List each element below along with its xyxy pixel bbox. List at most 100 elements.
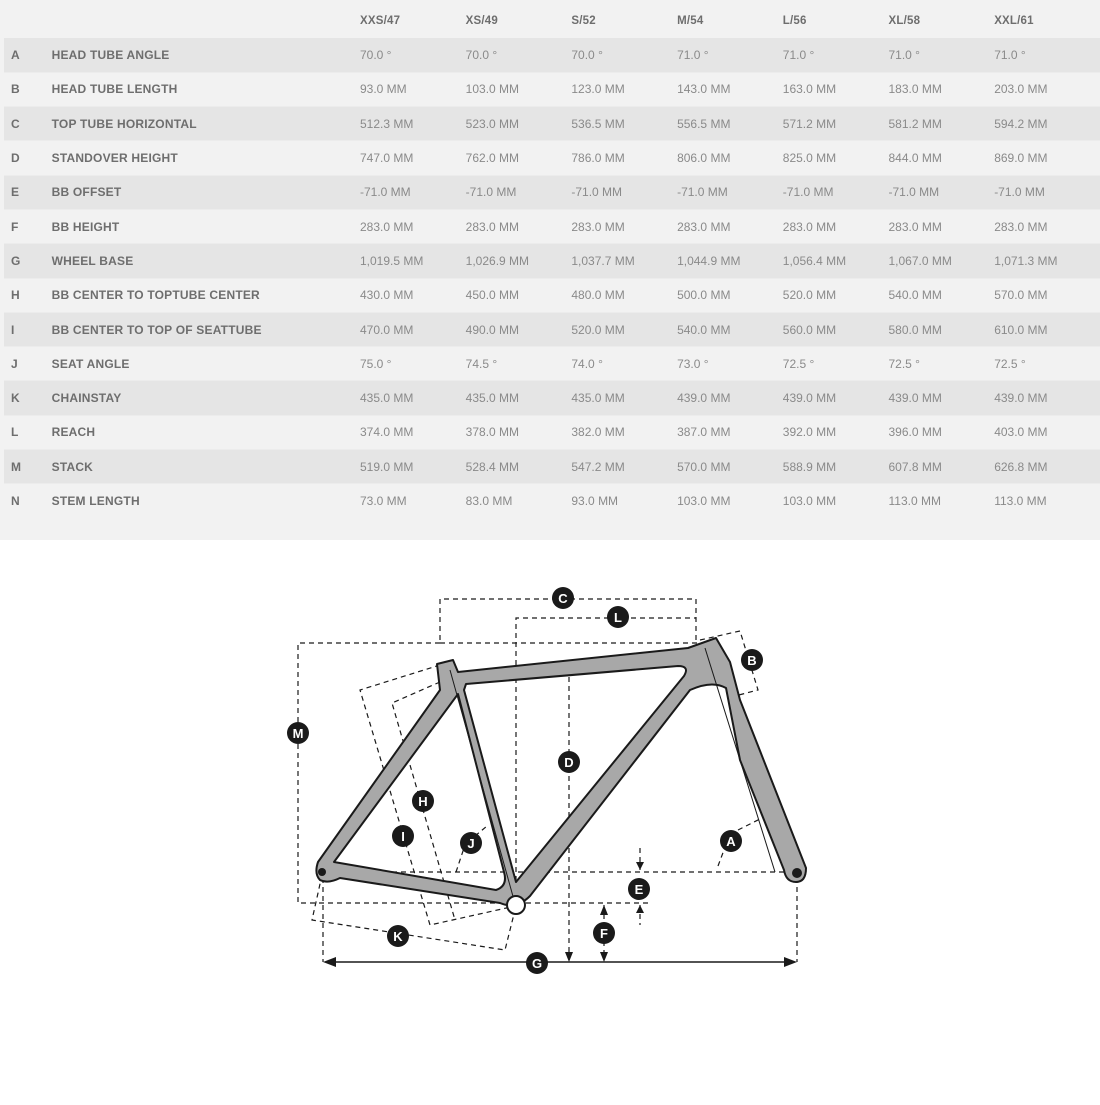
row-code: F [11,219,19,234]
dimension-lines [297,598,798,962]
arrow-up-icon [600,905,608,915]
row-value: 570.0 MM [677,459,731,474]
row-value: 762.0 MM [465,151,520,166]
row-value: 844.0 MM [888,151,942,166]
badge-i: I [392,825,414,847]
row-value: 72.5 ° [994,356,1026,371]
row-value: 93.0 MM [359,82,407,97]
row-value: 869.0 MM [994,151,1048,166]
row-value: 520.0 MM [571,322,625,337]
row-code: A [11,47,20,62]
row-code: L [11,425,19,440]
row-code: G [11,253,21,268]
row-value: 540.0 MM [888,288,942,303]
svg-text:L: L [614,610,622,625]
row-code: J [11,356,18,371]
row-label: STACK [51,459,94,474]
row-value: 70.0 ° [571,47,603,62]
badge-m: M [287,722,309,744]
arrow-down-icon [565,952,573,962]
row-value: 1,071.3 MM [994,253,1058,268]
header-spacer [4,4,52,38]
row-value: 283.0 MM [888,219,942,234]
svg-text:B: B [747,653,756,668]
row-value: 283.0 MM [782,219,837,234]
row-label: BB OFFSET [51,185,122,200]
row-value: 403.0 MM [994,425,1048,440]
row-value: 470.0 MM [359,322,414,337]
row-label: CHAINSTAY [51,391,122,406]
table-row: H BB CENTER TO TOPTUBE CENTER 430.0 MM 4… [4,278,1100,312]
arrow-up-icon [636,905,644,913]
size-header: M/54 [677,15,704,27]
row-value: 71.0 ° [782,47,815,62]
row-value: 435.0 MM [465,391,520,406]
table-row: I BB CENTER TO TOP OF SEATTUBE 470.0 MM … [4,312,1100,347]
row-value: 392.0 MM [782,425,837,440]
row-value: 560.0 MM [782,322,837,337]
row-code: I [11,322,15,337]
size-header-row: XXS/47 XS/49 S/52 M/54 L/56 XL/58 XXL/61 [4,4,1100,38]
row-value: 594.2 MM [994,116,1048,131]
badge-e: E [628,878,650,900]
row-value: 480.0 MM [571,288,625,303]
table-row: G WHEEL BASE 1,019.5 MM 1,026.9 MM 1,037… [4,243,1100,279]
row-value: 374.0 MM [359,425,414,440]
row-value: 786.0 MM [571,151,625,166]
badge-h: H [412,790,434,812]
row-value: 580.0 MM [888,322,942,337]
row-label: BB HEIGHT [51,219,120,234]
row-value: 103.0 MM [465,82,520,97]
row-value: -71.0 MM [571,185,623,200]
row-value: 123.0 MM [571,82,625,97]
geometry-table: XXS/47 XS/49 S/52 M/54 L/56 XL/58 XXL/61… [4,4,1100,518]
row-value: 203.0 MM [994,82,1048,97]
row-value: 528.4 MM [465,459,520,474]
table-row: D STANDOVER HEIGHT 747.0 MM 762.0 MM 786… [4,140,1100,175]
row-value: 163.0 MM [782,82,837,97]
row-value: 1,056.4 MM [782,253,847,268]
row-value: 1,044.9 MM [677,253,741,268]
row-label: SEAT ANGLE [51,356,130,371]
row-value: 93.0 MM [571,494,619,509]
row-value: 103.0 MM [677,494,731,509]
row-code: B [11,82,20,97]
row-value: -71.0 MM [782,185,834,200]
row-value: 74.0 ° [571,356,603,371]
size-header: XS/49 [465,15,498,27]
row-value: 581.2 MM [888,116,942,131]
frame-geometry-diagram: C L B M D H I J A E F K G [0,560,1100,1100]
row-label: BB CENTER TO TOP OF SEATTUBE [51,322,262,337]
row-value: 1,019.5 MM [359,253,424,268]
table-row: K CHAINSTAY 435.0 MM 435.0 MM 435.0 MM 4… [4,380,1100,416]
row-label: STEM LENGTH [51,494,140,509]
row-value: 512.3 MM [359,116,414,131]
table-row: M STACK 519.0 MM 528.4 MM 547.2 MM 570.0… [4,449,1100,484]
row-value: 547.2 MM [571,459,625,474]
badge-k: K [387,925,409,947]
row-value: 283.0 MM [994,219,1048,234]
row-value: 536.5 MM [571,116,625,131]
row-value: 520.0 MM [782,288,837,303]
row-value: 825.0 MM [782,151,837,166]
row-value: -71.0 MM [888,185,940,200]
row-value: 430.0 MM [359,288,414,303]
size-header: L/56 [782,15,807,27]
row-value: 378.0 MM [465,425,520,440]
row-value: -71.0 MM [994,185,1045,200]
row-code: D [11,151,20,166]
row-code: M [11,459,21,474]
row-value: 806.0 MM [677,151,731,166]
table-row: B HEAD TUBE LENGTH 93.0 MM 103.0 MM 123.… [4,72,1100,106]
row-value: 1,067.0 MM [888,253,952,268]
svg-text:G: G [532,956,542,971]
svg-text:K: K [393,929,403,944]
row-value: 143.0 MM [677,82,731,97]
header-spacer [52,4,360,38]
row-value: 283.0 MM [677,219,731,234]
arrow-left-icon [323,957,336,967]
table-row: J SEAT ANGLE 75.0 ° 74.5 ° 74.0 ° 73.0 °… [4,346,1100,381]
table-row: C TOP TUBE HORIZONTAL 512.3 MM 523.0 MM … [4,106,1100,141]
badge-c: C [552,587,574,609]
row-value: 626.8 MM [994,459,1048,474]
